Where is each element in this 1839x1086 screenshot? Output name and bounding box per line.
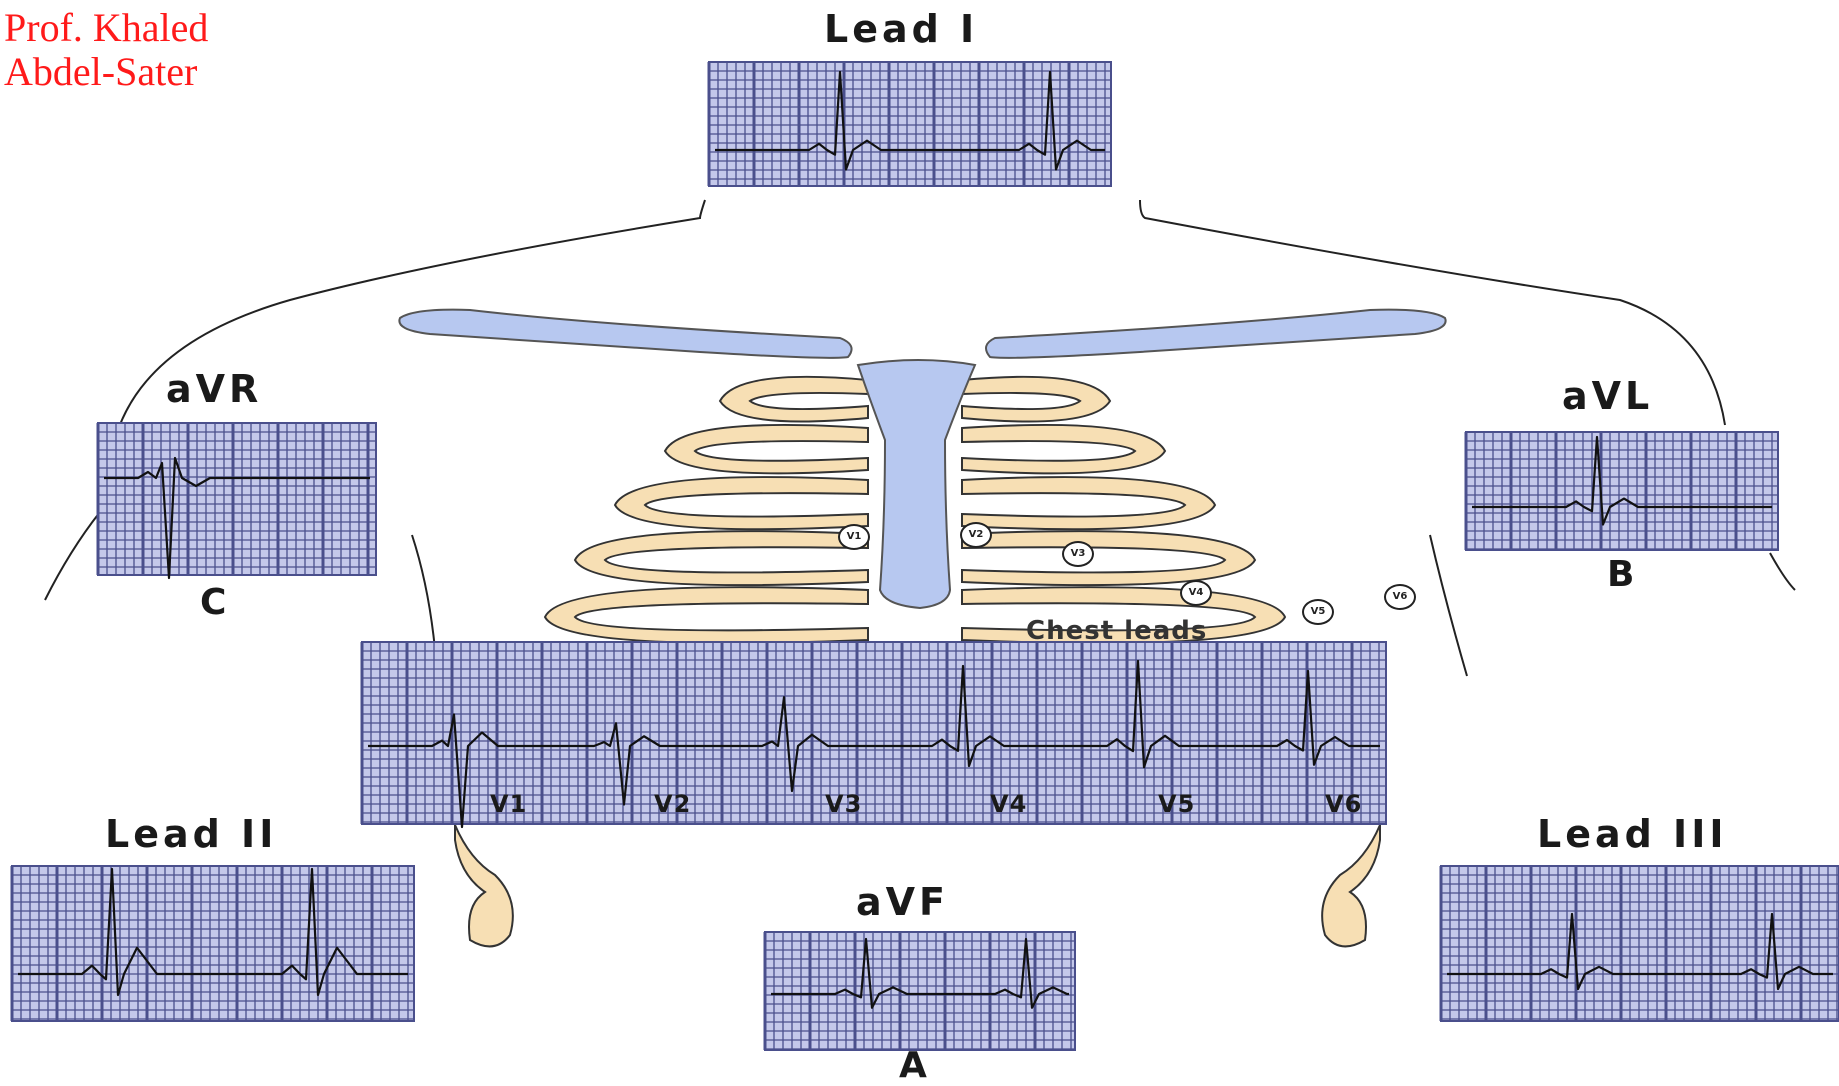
rib-left-4 xyxy=(575,531,868,585)
electrode-v5-marker: V5 xyxy=(1302,599,1334,625)
letter-b-label: B xyxy=(1607,557,1638,593)
rib-left-5 xyxy=(545,587,868,643)
chest-leads-label: Chest leads xyxy=(1026,618,1207,644)
rib-left-3 xyxy=(615,477,868,529)
sternum xyxy=(858,360,975,608)
avf-label: aVF xyxy=(856,883,949,921)
rib-right-2 xyxy=(962,425,1165,473)
lead-iii-strip-grid-bg xyxy=(1441,866,1839,1021)
electrode-v1-marker: V1 xyxy=(838,524,870,550)
lead-i-label: Lead I xyxy=(824,10,978,48)
electrode-v3-marker: V3 xyxy=(1062,541,1094,567)
avl-label: aVL xyxy=(1562,377,1653,415)
avf-strip xyxy=(765,932,1075,1050)
rib-right-3 xyxy=(962,477,1215,529)
rib-right-4 xyxy=(962,531,1255,585)
chest-strip-label-v5: V5 xyxy=(1158,792,1195,816)
rib-left-2 xyxy=(665,425,868,473)
clavicles xyxy=(399,310,1445,358)
rib-right-1 xyxy=(962,377,1110,422)
chest-strip-label-v4: V4 xyxy=(990,792,1027,816)
letter-a-label: A xyxy=(899,1048,931,1084)
chest-strip-label-v2: V2 xyxy=(654,792,691,816)
rib-left-1 xyxy=(720,377,868,422)
lead-i-strip xyxy=(709,62,1111,186)
avr-label: aVR xyxy=(166,370,262,408)
avl-strip xyxy=(1466,432,1778,550)
chest-strip-label-v6: V6 xyxy=(1325,792,1362,816)
lead-ii-strip xyxy=(12,866,414,1021)
avr-strip xyxy=(98,423,376,578)
avr-strip-grid-bg xyxy=(98,423,376,575)
lead-iii-strip xyxy=(1441,866,1839,1021)
chest-strip-label-v3: V3 xyxy=(825,792,862,816)
electrode-v4-marker: V4 xyxy=(1180,580,1212,606)
electrode-v2-marker: V2 xyxy=(960,522,992,548)
electrode-v6-marker: V6 xyxy=(1384,584,1416,610)
chest-strip-label-v1: V1 xyxy=(490,792,527,816)
letter-c-label: C xyxy=(200,585,230,621)
lead-ii-label: Lead II xyxy=(105,815,277,853)
lead-iii-label: Lead III xyxy=(1537,815,1727,853)
